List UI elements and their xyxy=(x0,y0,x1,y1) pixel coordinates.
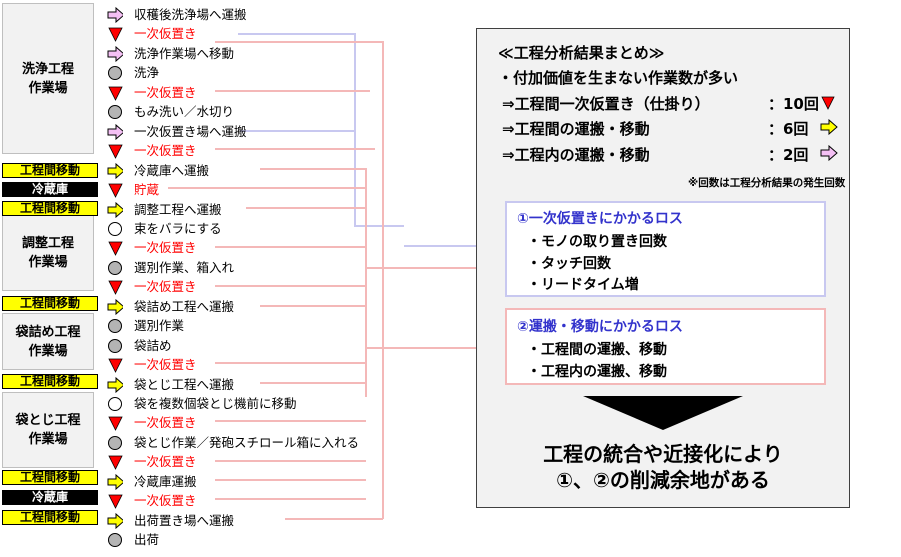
step-label: 選別作業 xyxy=(134,318,185,333)
tag-fridge: 冷蔵庫 xyxy=(2,182,98,197)
red-triangle-icon xyxy=(108,241,123,256)
tag-inter-process-move: 工程間移動 xyxy=(2,163,98,178)
pink-arrow-icon xyxy=(820,145,838,161)
red-triangle-icon xyxy=(108,86,123,101)
yellow-arrow-icon xyxy=(107,513,123,529)
step-label: 一次仮置き xyxy=(134,415,197,430)
section-wash: 洗浄工程 作業場 xyxy=(2,3,94,154)
step-label: 一次仮置き xyxy=(134,279,197,294)
down-arrow-icon xyxy=(583,396,743,430)
step-label: 収穫後洗浄場へ運搬 xyxy=(134,7,247,22)
pink-arrow-icon xyxy=(107,7,123,23)
tag-inter-process-move: 工程間移動 xyxy=(2,374,98,389)
tag-inter-process-move: 工程間移動 xyxy=(2,296,98,311)
summary-row-label: ⇒工程内の運搬・移動 xyxy=(502,146,650,164)
summary-note: ※回数は工程分析結果の発生回数 xyxy=(688,177,846,189)
summary-row-label: ⇒工程間の運搬・移動 xyxy=(502,120,650,138)
conclusion-line-2: ①、②の削減余地がある xyxy=(556,468,770,492)
summary-row-count: ：10回 xyxy=(768,95,819,113)
red-triangle-icon xyxy=(108,183,123,198)
step-label: 一次仮置き xyxy=(134,357,197,372)
summary-heading: ≪工程分析結果まとめ≫ xyxy=(498,44,665,62)
yellow-arrow-icon xyxy=(107,163,123,179)
step-label: 一次仮置き xyxy=(134,85,197,100)
step-label: 袋詰め工程へ運搬 xyxy=(134,299,235,314)
step-label: 一次仮置き xyxy=(134,240,197,255)
summary-row-label: ⇒工程間一次仮置き（仕掛り） xyxy=(502,95,710,113)
summary-row-count: ：6回 xyxy=(768,120,809,138)
step-label: 出荷置き場へ運搬 xyxy=(134,513,235,528)
summary-row-count: ：2回 xyxy=(768,146,809,164)
step-label: もみ洗い／水切り xyxy=(134,104,235,119)
gray-circle-icon xyxy=(108,533,122,547)
loss-box-temp-storage: ①一次仮置きにかかるロス ・モノの取り置き回数 ・タッチ回数 ・リードタイム増 xyxy=(505,201,826,297)
section-bag: 袋詰め工程 作業場 xyxy=(2,313,94,370)
step-label: 貯蔵 xyxy=(134,182,160,197)
yellow-arrow-icon xyxy=(107,202,123,218)
gray-circle-icon xyxy=(108,319,122,333)
gray-circle-icon xyxy=(108,66,122,80)
yellow-arrow-icon xyxy=(107,474,123,490)
white-circle-icon xyxy=(108,397,122,411)
yellow-arrow-icon xyxy=(107,377,123,393)
loss-box-item: ・モノの取り置き回数 xyxy=(527,234,667,250)
step-label: 袋とじ作業／発砲スチロール箱に入れる xyxy=(134,435,360,450)
step-label: 出荷 xyxy=(134,532,160,547)
summary-point: ・付加価値を生まない作業数が多い xyxy=(498,69,739,87)
step-label: 袋とじ工程へ運搬 xyxy=(134,377,235,392)
step-label: 選別作業、箱入れ xyxy=(134,260,235,275)
step-label: 冷蔵庫へ運搬 xyxy=(134,163,210,178)
step-label: 洗浄 xyxy=(134,65,160,80)
white-circle-icon xyxy=(108,222,122,236)
loss-box-transport: ②運搬・移動にかかるロス ・工程間の運搬、移動 ・工程内の運搬、移動 xyxy=(505,308,826,385)
step-label: 束をバラにする xyxy=(134,221,222,236)
tag-inter-process-move: 工程間移動 xyxy=(2,510,98,525)
gray-circle-icon xyxy=(108,436,122,450)
step-label: 一次仮置き場へ運搬 xyxy=(134,124,247,139)
loss-box-item: ・タッチ回数 xyxy=(527,256,611,272)
gray-circle-icon xyxy=(108,105,122,119)
gray-circle-icon xyxy=(108,261,122,275)
red-triangle-icon xyxy=(108,494,123,509)
conclusion-line-1: 工程の統合や近接化により xyxy=(543,442,783,466)
red-triangle-icon xyxy=(108,27,123,42)
red-triangle-icon xyxy=(108,144,123,159)
tag-fridge: 冷蔵庫 xyxy=(2,490,98,505)
pink-arrow-icon xyxy=(107,46,123,62)
step-label: 一次仮置き xyxy=(134,143,197,158)
red-triangle-icon xyxy=(108,416,123,431)
step-label: 洗浄作業場へ移動 xyxy=(134,46,235,61)
red-triangle-icon xyxy=(821,96,835,110)
pink-arrow-icon xyxy=(107,124,123,140)
loss-box-item: ・リードタイム増 xyxy=(527,277,639,293)
step-label: 一次仮置き xyxy=(134,493,197,508)
gray-circle-icon xyxy=(108,339,122,353)
step-label: 一次仮置き xyxy=(134,26,197,41)
red-triangle-icon xyxy=(108,455,123,470)
step-label: 袋詰め xyxy=(134,338,172,353)
loss-box-title: ②運搬・移動にかかるロス xyxy=(517,319,683,335)
loss-box-title: ①一次仮置きにかかるロス xyxy=(517,211,683,227)
red-triangle-icon xyxy=(108,358,123,373)
step-label: 袋を複数個袋とじ機前に移動 xyxy=(134,396,297,411)
step-label: 調整工程へ運搬 xyxy=(134,202,222,217)
loss-box-item: ・工程間の運搬、移動 xyxy=(527,342,667,358)
tag-inter-process-move: 工程間移動 xyxy=(2,201,98,216)
step-label: 一次仮置き xyxy=(134,454,197,469)
section-adjust: 調整工程 作業場 xyxy=(2,215,94,291)
section-close: 袋とじ工程 作業場 xyxy=(2,392,94,468)
loss-box-item: ・工程内の運搬、移動 xyxy=(527,364,667,380)
yellow-arrow-icon xyxy=(107,299,123,315)
tag-inter-process-move: 工程間移動 xyxy=(2,470,98,485)
red-triangle-icon xyxy=(108,280,123,295)
yellow-arrow-icon xyxy=(820,119,838,135)
step-label: 冷蔵庫運搬 xyxy=(134,474,197,489)
